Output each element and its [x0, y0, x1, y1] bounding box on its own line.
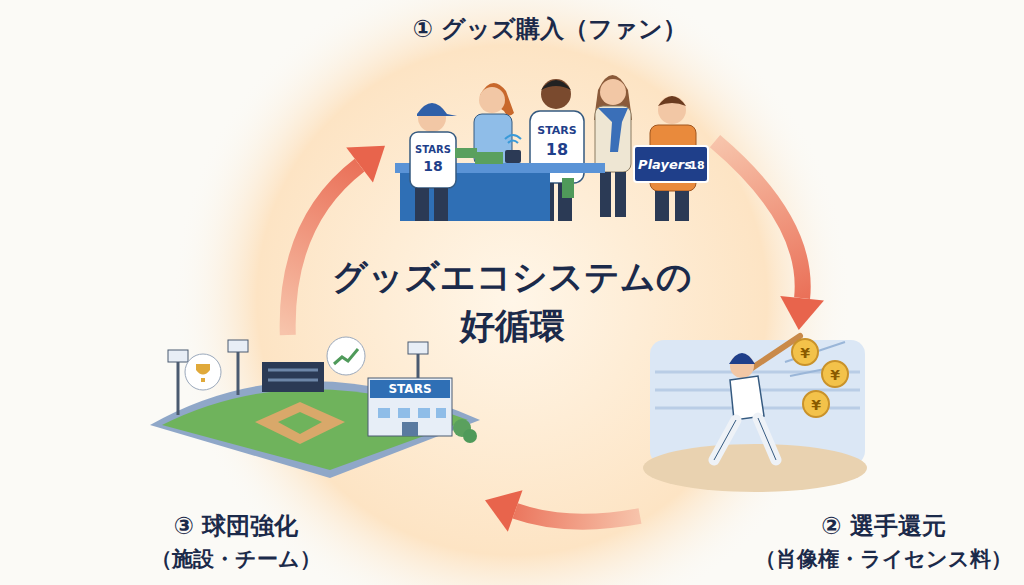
- stage-node: ③ 球団強化（施設・チーム）: [145, 335, 485, 578]
- arrow-head: [346, 146, 385, 183]
- text-group: ① グッズ購入（ファン）: [407, 8, 694, 51]
- illustration-part: [378, 408, 446, 418]
- illustration-part: [415, 188, 429, 221]
- illustration-label: 18: [546, 142, 568, 158]
- illustration-part: [237, 350, 240, 395]
- illustration-part: [675, 191, 689, 221]
- illustration-part: [479, 87, 505, 113]
- arrow-head: [485, 490, 523, 531]
- illustration-part: [262, 362, 324, 392]
- illustration-part: [334, 349, 358, 364]
- illustration-part: [228, 340, 248, 352]
- illustration-part: [643, 444, 867, 492]
- illustration-part: [463, 429, 477, 443]
- illustration-part: [278, 412, 322, 434]
- illustration-part: [714, 418, 776, 460]
- illustration-part: [600, 79, 626, 105]
- illustration-part: [714, 418, 776, 460]
- illustration-label: ¥: [800, 346, 810, 360]
- illustration-part: [480, 83, 514, 116]
- illustration-part: [475, 152, 503, 164]
- glow: [172, 0, 852, 585]
- shop-scene: [395, 75, 708, 221]
- illustration-part: [185, 354, 221, 390]
- stage-subtext: （肖像権・ライセンス料）: [755, 544, 1012, 574]
- illustration-part: [417, 103, 457, 116]
- illustration-label: STARS: [537, 125, 576, 136]
- arrow-shaft: [515, 511, 640, 522]
- illustration-part: [370, 380, 450, 398]
- stage-heading: ① グッズ購入（ファン）: [413, 12, 688, 47]
- illustration-label: STARS: [388, 383, 431, 395]
- arrow-shaft: [288, 165, 360, 335]
- illustration-part: [327, 337, 365, 375]
- arrow-head: [780, 296, 824, 330]
- illustration-label: Players: [638, 158, 692, 171]
- illustration-label: ¥: [811, 398, 821, 412]
- illustration-part: [729, 353, 755, 364]
- cycle-arrow: [288, 146, 385, 335]
- illustration-part: [268, 370, 318, 380]
- illustration-part: [410, 132, 456, 188]
- illustration-part: [196, 364, 210, 382]
- illustration-label: STARS: [415, 145, 451, 155]
- illustration-part: [177, 360, 180, 415]
- illustration-label: ¥: [830, 368, 840, 382]
- diagram-title: グッズエコシステムの 好循環: [317, 253, 707, 351]
- stage-heading: ② 選手還元: [755, 509, 1012, 544]
- illustration-part: [655, 191, 669, 221]
- text-group: ③ 球団強化（施設・チーム）: [145, 505, 327, 578]
- cycle-arrow: [715, 141, 824, 330]
- illustration-part: [634, 146, 708, 182]
- illustration-part: [600, 172, 611, 217]
- stage-node: ① グッズ購入（ファン）: [385, 8, 715, 230]
- illustration-part: [598, 108, 628, 152]
- illustration-part: [658, 96, 686, 124]
- illustration-part: [562, 178, 574, 198]
- illustration-part: [658, 96, 686, 106]
- stage-heading: ③ 球団強化: [151, 509, 321, 544]
- illustration-part: [368, 378, 452, 436]
- illustration-part: [803, 391, 829, 417]
- arrow-shaft: [715, 141, 803, 298]
- illustration-part: [168, 350, 188, 362]
- illustration-part: [595, 106, 631, 172]
- illustration-part: [505, 135, 521, 143]
- stadium-scene: [150, 337, 480, 478]
- illustration-part: [822, 361, 848, 387]
- text-group: ② 選手還元（肖像権・ライセンス料）: [749, 505, 1018, 578]
- illustration-part: [792, 339, 818, 365]
- player-scene: [643, 336, 867, 492]
- illustration-label: 18: [423, 159, 442, 173]
- illustration-part: [455, 148, 477, 158]
- stage-subtext: （施設・チーム）: [151, 544, 321, 574]
- cycle-arrow: [485, 490, 640, 531]
- illustration-part: [505, 150, 521, 163]
- stage-node: ② 選手還元（肖像権・ライセンス料）: [640, 330, 1018, 578]
- illustration-part: [541, 79, 571, 109]
- illustration-part: [434, 188, 448, 221]
- illustration-part: [408, 342, 428, 354]
- illustration-part: [615, 172, 626, 217]
- illustration-part: [730, 354, 754, 378]
- illustration-label: 18: [689, 160, 704, 171]
- illustration-part: [255, 402, 345, 444]
- illustration-part: [541, 80, 571, 90]
- illustration-part: [402, 422, 418, 436]
